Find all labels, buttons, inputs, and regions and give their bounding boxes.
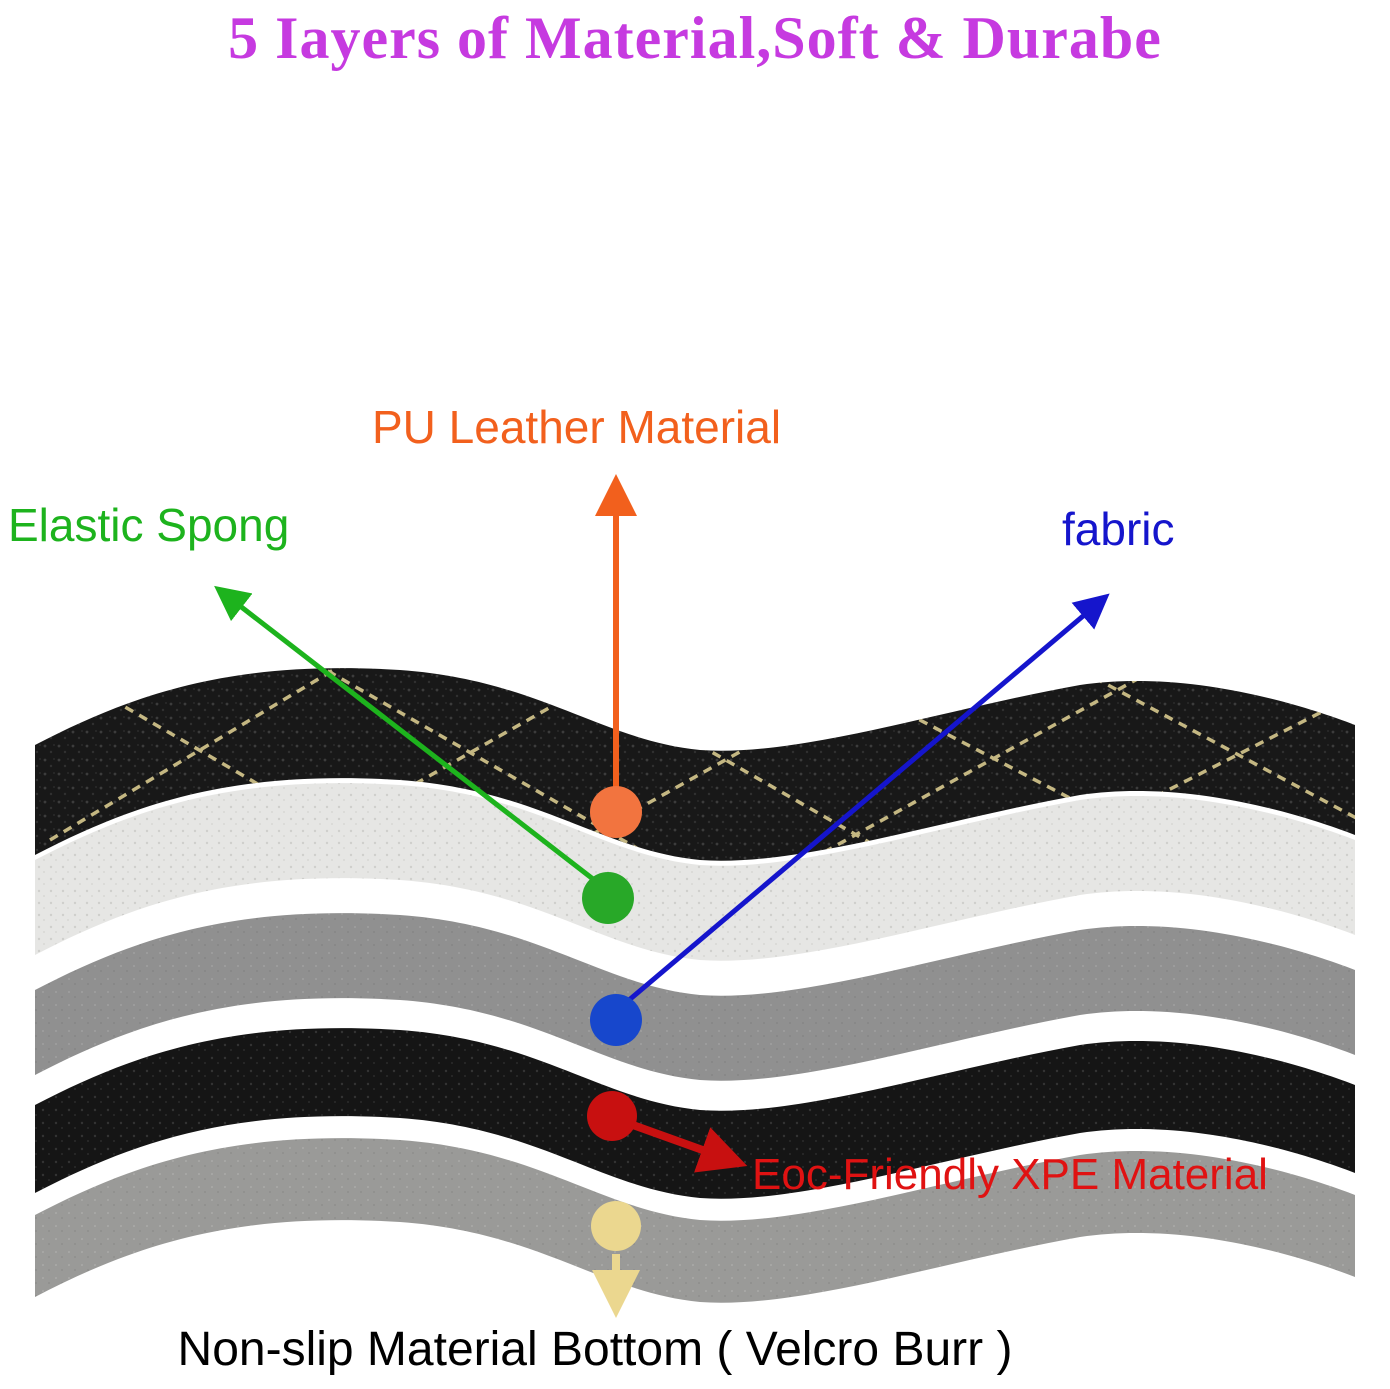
pu-leather-label: PU Leather Material bbox=[372, 401, 782, 453]
fabric-label: fabric bbox=[1062, 503, 1175, 555]
layer-fabric bbox=[35, 913, 1355, 1081]
layer-elastic-sponge bbox=[35, 783, 1355, 961]
layer-xpe bbox=[35, 1028, 1355, 1199]
non-slip-bottom-dot bbox=[591, 1201, 641, 1251]
fabric-dot bbox=[590, 994, 642, 1046]
layer-non-slip-bottom bbox=[35, 1138, 1355, 1303]
page-title: 5 Iayers of Material,Soft & Durabe bbox=[228, 5, 1162, 71]
fabric-arrow bbox=[620, 593, 1110, 1008]
pu-leather-dot bbox=[590, 786, 642, 838]
layer-pu-leather bbox=[35, 668, 1355, 861]
elastic-sponge-dot bbox=[582, 872, 634, 924]
non-slip-bottom-label: Non-slip Material Bottom ( Velcro Burr ) bbox=[177, 1323, 1013, 1376]
xpe-dot bbox=[587, 1091, 637, 1141]
xpe-arrow bbox=[628, 1120, 748, 1173]
xpe-label: Eoc-Friendly XPE Material bbox=[752, 1150, 1268, 1199]
elastic-sponge-label: Elastic Spong bbox=[8, 499, 290, 551]
elastic-sponge-arrow bbox=[214, 585, 604, 888]
